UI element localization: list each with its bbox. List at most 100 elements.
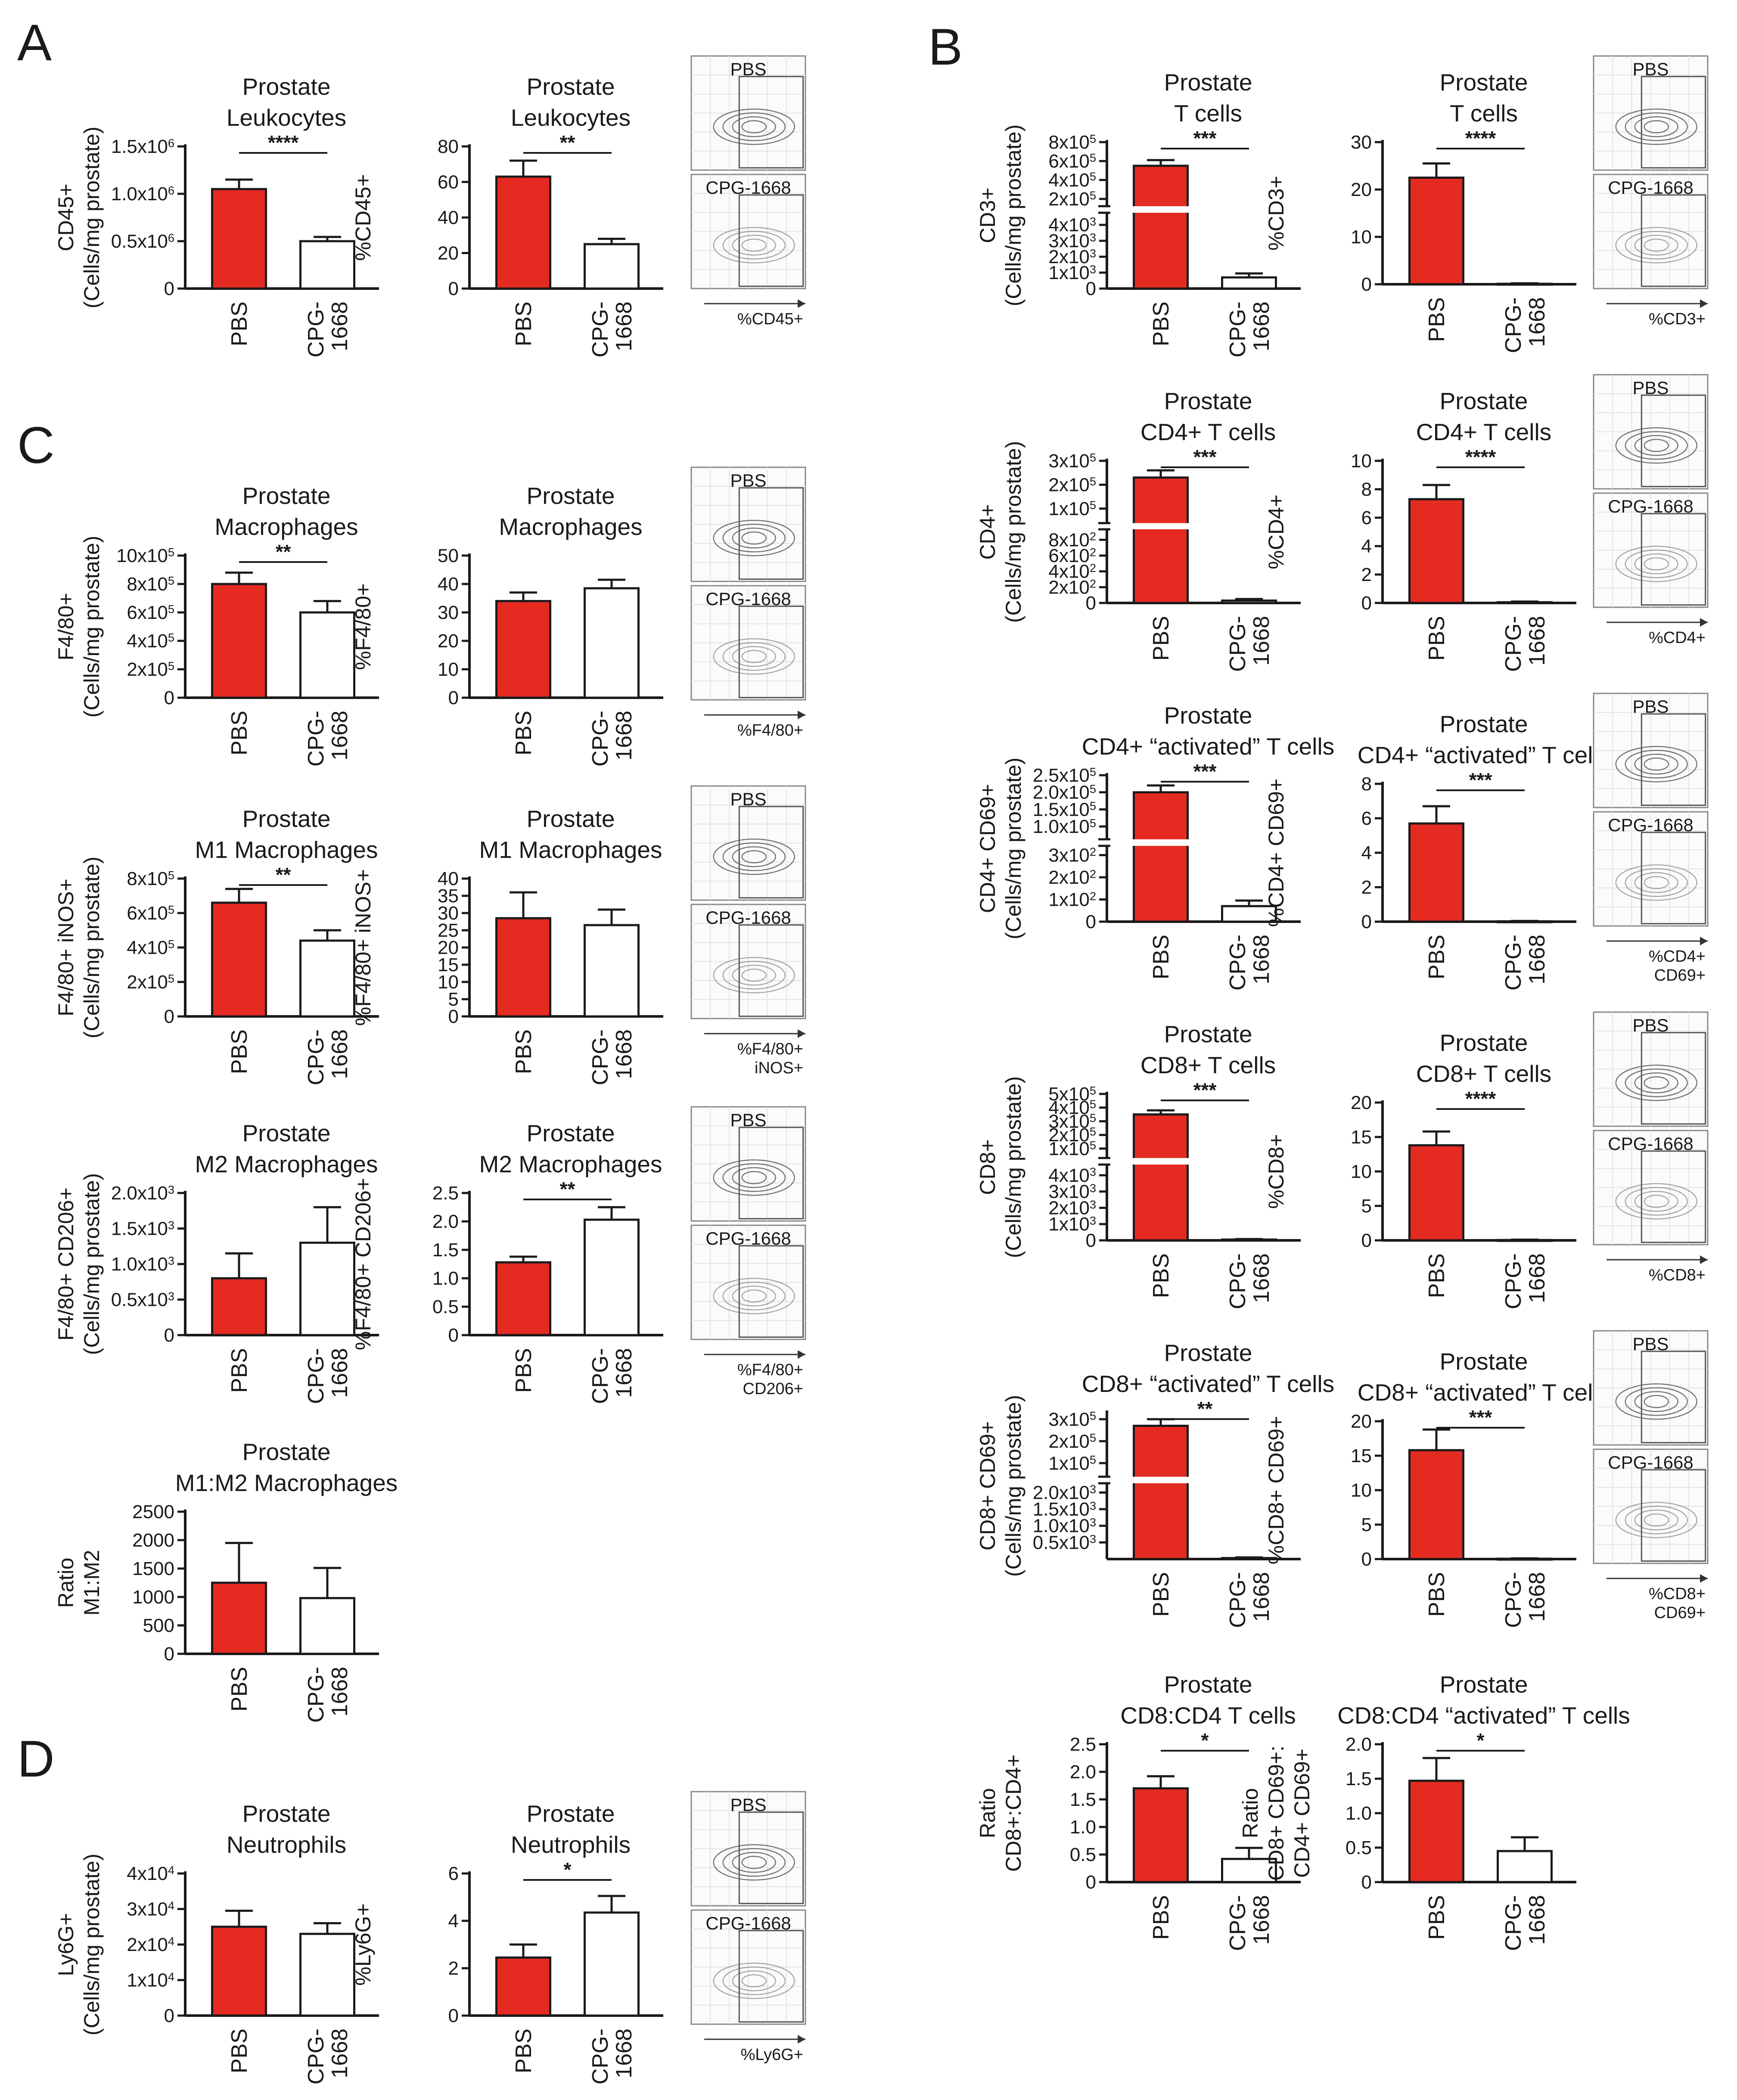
y-tick-label: 1.5x105	[1033, 799, 1096, 820]
y-tick-label: 4x103	[1048, 214, 1096, 236]
y-axis-label: %CD8+ CD69+	[1264, 1416, 1288, 1565]
flow-contour	[741, 1171, 767, 1184]
y-tick-label: 3x105	[1048, 450, 1096, 472]
x-tick-label: PBS	[227, 1667, 252, 1712]
chart-title: Neutrophils	[511, 1831, 631, 1858]
x-tick-label: 1668	[1249, 1572, 1274, 1622]
flow-label-cpg: CPG-1668	[705, 907, 791, 928]
y-tick-label: 30	[1351, 132, 1372, 153]
y-axis-label: F4/80+ CD206+	[54, 1187, 78, 1341]
y-axis-label: (Cells/mg prostate)	[1001, 1076, 1025, 1258]
x-tick-label: PBS	[1149, 1572, 1174, 1617]
x-tick-label: 1668	[327, 1348, 352, 1398]
chart-title: CD4+ T cells	[1140, 419, 1276, 445]
flow-gate	[1641, 513, 1706, 606]
chart-title: T cells	[1450, 100, 1518, 127]
y-tick-label: 20	[438, 631, 459, 652]
flow-axis-label: %Ly6G+	[741, 2046, 803, 2064]
y-tick-label: 50	[438, 545, 459, 566]
y-tick-label: 0	[1361, 593, 1372, 614]
x-tick-label: PBS	[1149, 1895, 1174, 1940]
flow-contour	[741, 969, 767, 982]
y-tick-label: 6	[1361, 808, 1372, 829]
y-tick-label: 15	[1351, 1445, 1372, 1466]
chart-title: T cells	[1174, 100, 1242, 127]
panel-letter-b: B	[928, 18, 963, 76]
bar-cpg	[299, 1242, 355, 1336]
flow-contour	[1634, 1072, 1678, 1093]
chart-title: M2 Macrophages	[479, 1151, 662, 1177]
y-tick-label: 3x104	[127, 1899, 174, 1920]
bar-pbs	[211, 1926, 267, 2017]
x-tick-label: PBS	[1149, 616, 1174, 661]
chart-title: Prostate	[527, 73, 615, 100]
flow-contour	[722, 524, 786, 553]
x-tick-label: CPG-	[304, 1348, 329, 1404]
flow-contour	[713, 520, 795, 556]
flow-gate	[1641, 395, 1706, 488]
significance-label: *	[1201, 1729, 1209, 1752]
flow-contour	[1625, 431, 1688, 460]
x-tick-label: CPG-	[304, 1667, 329, 1723]
flow-axis-label: %F4/80+	[737, 1040, 803, 1058]
y-tick-label: 20	[1351, 1092, 1372, 1113]
flow-contour	[732, 846, 776, 867]
x-tick-label: 1668	[1249, 301, 1274, 351]
chart-title: Prostate	[242, 1438, 331, 1465]
significance-label: **	[276, 541, 291, 563]
y-tick-label: 6	[448, 1863, 459, 1884]
flow-axis-arrowhead	[1700, 618, 1708, 627]
x-tick-label: 1668	[612, 2029, 637, 2078]
x-tick-label: 1668	[1525, 1895, 1550, 1945]
significance-label: ***	[1193, 760, 1217, 783]
flow-label-cpg: CPG-1668	[1608, 1134, 1693, 1154]
y-axis-label: %CD4+	[1264, 494, 1288, 569]
chart-title: Prostate	[1164, 69, 1252, 96]
bar-cpg	[1221, 905, 1277, 923]
flow-contour	[722, 231, 786, 260]
flow-label-cpg: CPG-1668	[1608, 1452, 1693, 1472]
flow-contour	[1644, 439, 1669, 452]
flow-label-pbs: PBS	[1632, 1015, 1669, 1035]
y-tick-label: 20	[438, 937, 459, 958]
y-tick-label: 4	[1361, 536, 1372, 557]
flow-contour	[713, 227, 795, 264]
x-tick-label: CPG-	[1225, 301, 1250, 357]
bar-cpg	[299, 1932, 355, 2017]
y-axis-label: (Cells/mg prostate)	[1001, 124, 1025, 306]
flow-axis-label: %CD8+	[1649, 1266, 1706, 1284]
y-tick-label: 20	[438, 243, 459, 264]
flow-contour	[1644, 1195, 1669, 1208]
significance-label: **	[1197, 1398, 1213, 1420]
flow-label-cpg: CPG-1668	[1608, 815, 1693, 835]
y-axis-label: Ratio	[1238, 1788, 1262, 1839]
y-tick-label: 0	[1086, 911, 1096, 932]
y-axis-label: %F4/80+ CD206+	[351, 1178, 375, 1350]
y-tick-label: 10	[1351, 227, 1372, 248]
flow-label-pbs: PBS	[1632, 696, 1669, 717]
flow-gate	[1641, 76, 1706, 169]
y-tick-label: 2x103	[1048, 246, 1096, 267]
x-tick-label: 1668	[612, 711, 637, 761]
y-tick-label: 1.0x105	[1033, 816, 1096, 837]
bar-pbs	[1133, 165, 1189, 290]
flow-contour	[741, 1856, 767, 1869]
bar-cpg	[584, 243, 640, 290]
y-axis-label: %CD3+	[1264, 176, 1288, 251]
y-tick-label: 2000	[132, 1530, 174, 1551]
flow-label-cpg: CPG-1668	[705, 1228, 791, 1249]
y-tick-label: 0	[164, 1325, 174, 1346]
flow-contour	[722, 642, 786, 671]
y-tick-label: 1.5	[1345, 1768, 1372, 1789]
y-tick-label: 4x102	[1048, 561, 1096, 582]
y-tick-label: 2.5x105	[1033, 765, 1096, 786]
y-tick-label: 4x105	[1048, 1097, 1096, 1118]
bar-cpg	[1221, 276, 1277, 290]
y-tick-label: 1x103	[1048, 262, 1096, 283]
